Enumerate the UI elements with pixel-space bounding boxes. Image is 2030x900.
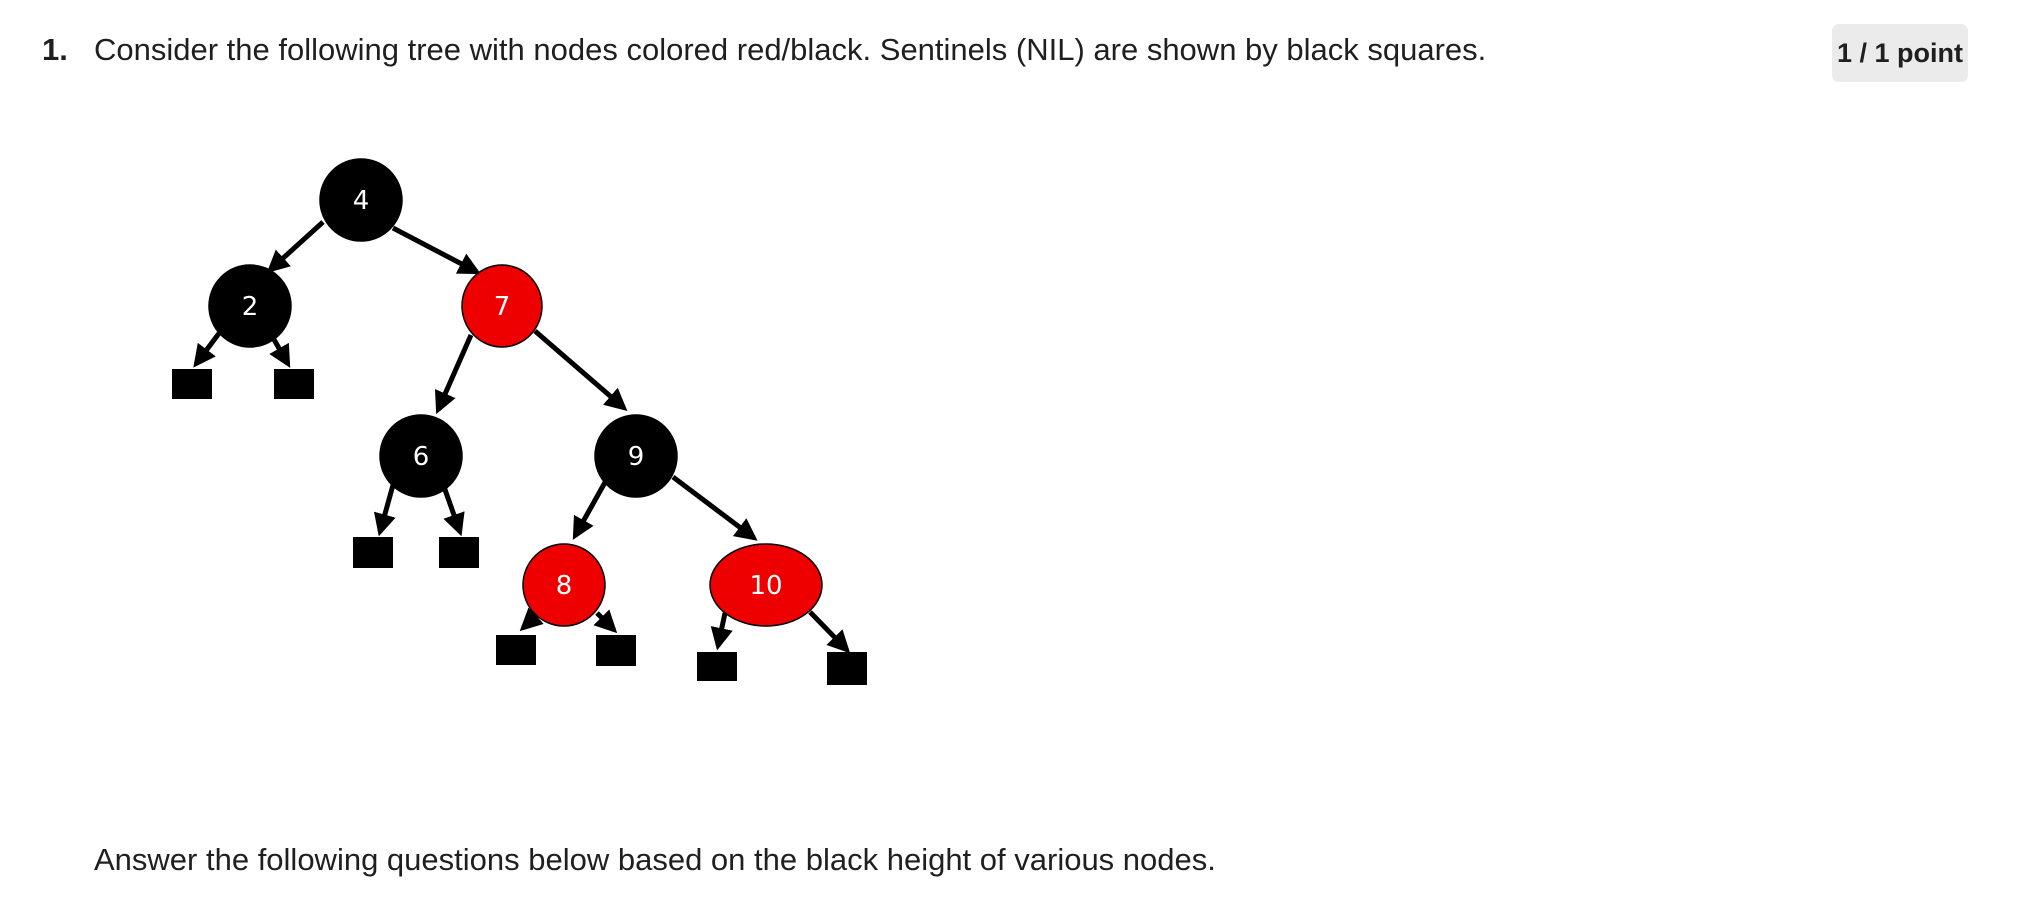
nil-sentinel [172,369,212,399]
edge-8-nil-left [519,607,544,632]
node-circle [379,414,463,498]
question-text: Consider the following tree with nodes c… [94,32,1487,67]
node-label: 2 [242,292,259,322]
node-label: 7 [494,292,511,322]
tree-node-7: 7 [461,264,543,348]
tree-node-6: 6 [379,414,463,498]
nil-sentinel [274,369,314,399]
edge-2-nil-right [269,334,291,368]
tree-node-10: 10 [709,543,823,627]
nil-sentinel [496,635,536,665]
node-circle [208,264,292,348]
question-number: 1. [42,32,68,67]
node-circle [594,414,678,498]
edge-10-nil-right [808,610,851,654]
nil-sentinel [596,635,636,666]
tree-node-8: 8 [522,543,606,627]
edge-6-nil-right [440,483,465,537]
tree-edges [193,220,851,654]
nil-sentinel [827,652,867,685]
tree-node-2: 2 [208,264,292,348]
edge-7-6 [434,333,474,415]
edge-8-nil-right [593,609,618,634]
edge-9-8 [572,475,611,540]
node-label: 6 [413,442,430,472]
sentinels [172,369,867,685]
edge-7-9 [533,329,628,411]
node-label: 9 [628,442,645,472]
node-circle [709,543,823,627]
edge-2-nil-left [193,330,222,368]
node-label: 8 [556,571,573,601]
edge-4-7 [391,225,481,275]
tree-node-4: 4 [319,158,403,242]
edge-10-nil-left [710,612,733,651]
edge-4-2 [266,220,325,274]
node-circle [461,264,543,348]
node-circle [522,543,606,627]
node-label: 10 [749,571,782,601]
nil-sentinel [439,537,479,568]
edge-6-nil-left [373,484,396,537]
node-circle [319,158,403,242]
node-label: 4 [353,186,370,216]
edge-9-10 [671,475,758,541]
nil-sentinel [353,537,393,568]
nil-sentinel [697,652,737,681]
points-badge: 1 / 1 point [1832,24,1968,82]
instructions-text: Answer the following questions below bas… [94,842,1216,877]
tree-node-9: 9 [594,414,678,498]
red-black-tree-diagram: 4 2 7 6 9 8 10 [172,158,867,685]
